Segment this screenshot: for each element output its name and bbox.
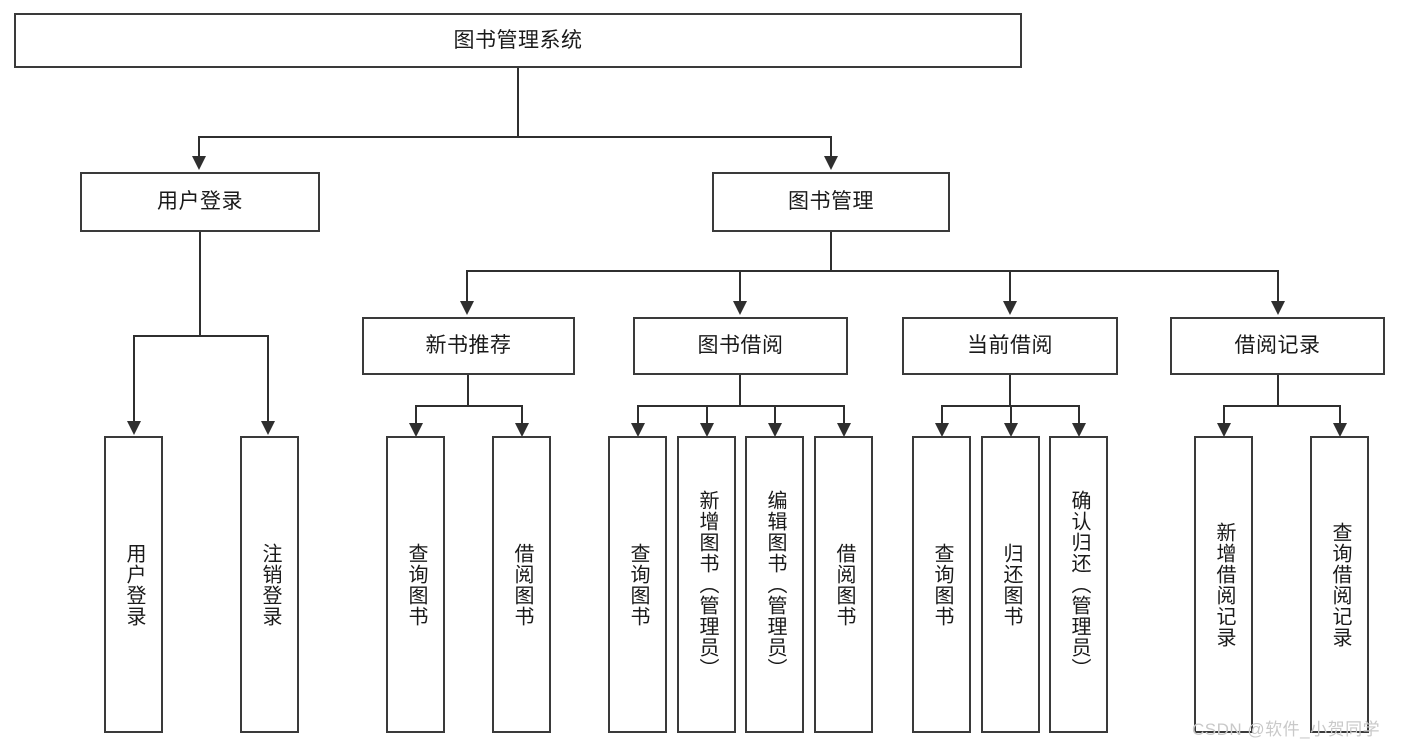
- node-user-login[interactable]: 用户登录: [80, 172, 320, 232]
- edge-new-book-to-leaf-1: [415, 405, 417, 425]
- edge-book-management-bar: [466, 270, 1279, 272]
- leaf-label: 查询图书: [931, 542, 953, 627]
- leaf-label: 注销登录: [259, 542, 281, 627]
- node-label: 新书推荐: [425, 334, 512, 358]
- leaf-borrow-record-query-record[interactable]: 查询借阅记录: [1310, 436, 1369, 733]
- leaf-label: 用户登录: [123, 542, 145, 627]
- edge-br-to-leaf-1: [1223, 405, 1225, 425]
- node-label: 图书管理系统: [453, 28, 583, 52]
- arrowhead-bb-leaf-4: [837, 423, 851, 437]
- node-label: 借阅记录: [1234, 334, 1321, 358]
- leaf-user-login-logout[interactable]: 注销登录: [240, 436, 299, 733]
- leaf-label: 查询借阅记录: [1329, 521, 1351, 648]
- arrowhead-cb-leaf-1: [935, 423, 949, 437]
- node-label: 图书管理: [788, 190, 874, 214]
- arrowhead-leaf-user-login: [127, 421, 141, 435]
- leaf-label: 确认归还（管理员）: [1068, 490, 1090, 679]
- leaf-current-borrow-return-book[interactable]: 归还图书: [981, 436, 1040, 733]
- arrowhead-leaf-logout: [261, 421, 275, 435]
- arrowhead-current-borrow: [1003, 301, 1017, 315]
- edge-cb-to-leaf-2: [1010, 405, 1012, 425]
- leaf-label: 归还图书: [1000, 542, 1022, 627]
- edge-bm-to-borrow-record: [1277, 270, 1279, 303]
- edge-bm-to-current-borrow: [1009, 270, 1011, 303]
- node-new-book-recommend[interactable]: 新书推荐: [362, 317, 575, 375]
- edge-bm-to-book-borrow: [739, 270, 741, 303]
- edge-book-management-stem: [830, 232, 832, 271]
- leaf-new-book-borrow-book[interactable]: 借阅图书: [492, 436, 551, 733]
- arrowhead-nb-leaf-1: [409, 423, 423, 437]
- edge-root-to-user-login: [198, 136, 200, 158]
- node-label: 用户登录: [157, 190, 243, 214]
- edge-bm-to-new-book: [466, 270, 468, 303]
- node-current-borrow[interactable]: 当前借阅: [902, 317, 1118, 375]
- node-borrow-record[interactable]: 借阅记录: [1170, 317, 1385, 375]
- watermark-csdn: CSDN @软件_小贺同学: [1192, 720, 1381, 739]
- arrowhead-new-book-recommend: [460, 301, 474, 315]
- leaf-label: 新增图书（管理员）: [696, 490, 718, 679]
- leaf-current-borrow-confirm-return-admin[interactable]: 确认归还（管理员）: [1049, 436, 1108, 733]
- arrowhead-br-leaf-2: [1333, 423, 1347, 437]
- leaf-label: 新增借阅记录: [1213, 521, 1235, 648]
- arrowhead-bb-leaf-1: [631, 423, 645, 437]
- arrowhead-bb-leaf-3: [768, 423, 782, 437]
- edge-book-borrow-stem: [739, 375, 741, 406]
- node-book-management[interactable]: 图书管理: [712, 172, 950, 232]
- leaf-borrow-record-add-record[interactable]: 新增借阅记录: [1194, 436, 1253, 733]
- edge-book-borrow-bar: [637, 405, 845, 407]
- leaf-new-book-query-book[interactable]: 查询图书: [386, 436, 445, 733]
- edge-root-to-book-management: [830, 136, 832, 158]
- edge-cb-to-leaf-3: [1078, 405, 1080, 425]
- edge-user-login-to-leaf-1: [133, 335, 135, 423]
- edge-cb-to-leaf-1: [941, 405, 943, 425]
- edge-bb-to-leaf-1: [637, 405, 639, 425]
- leaf-book-borrow-query-book[interactable]: 查询图书: [608, 436, 667, 733]
- edge-br-to-leaf-2: [1339, 405, 1341, 425]
- arrowhead-cb-leaf-3: [1072, 423, 1086, 437]
- edge-bb-to-leaf-4: [843, 405, 845, 425]
- edge-bb-to-leaf-3: [774, 405, 776, 425]
- leaf-label: 借阅图书: [511, 542, 533, 627]
- node-root-book-management-system[interactable]: 图书管理系统: [14, 13, 1022, 68]
- leaf-book-borrow-add-book-admin[interactable]: 新增图书（管理员）: [677, 436, 736, 733]
- leaf-label: 查询图书: [405, 542, 427, 627]
- edge-current-borrow-stem: [1009, 375, 1011, 406]
- leaf-current-borrow-query-book[interactable]: 查询图书: [912, 436, 971, 733]
- edge-bb-to-leaf-2: [706, 405, 708, 425]
- leaf-label: 借阅图书: [833, 542, 855, 627]
- edge-root-stem: [517, 68, 519, 137]
- edge-user-login-stem: [199, 232, 201, 336]
- edge-new-book-stem: [467, 375, 469, 406]
- edge-new-book-bar: [415, 405, 522, 407]
- arrowhead-bb-leaf-2: [700, 423, 714, 437]
- leaf-label: 编辑图书（管理员）: [764, 490, 786, 679]
- arrowhead-borrow-record: [1271, 301, 1285, 315]
- node-label: 当前借阅: [967, 334, 1053, 358]
- leaf-label: 查询图书: [627, 542, 649, 627]
- arrowhead-book-borrow: [733, 301, 747, 315]
- arrowhead-cb-leaf-2: [1004, 423, 1018, 437]
- node-book-borrow[interactable]: 图书借阅: [633, 317, 848, 375]
- edge-user-login-bar: [133, 335, 269, 337]
- arrowhead-br-leaf-1: [1217, 423, 1231, 437]
- leaf-book-borrow-edit-book-admin[interactable]: 编辑图书（管理员）: [745, 436, 804, 733]
- edge-borrow-record-stem: [1277, 375, 1279, 406]
- arrowhead-book-management: [824, 156, 838, 170]
- edge-root-bar: [198, 136, 832, 138]
- leaf-book-borrow-borrow-book[interactable]: 借阅图书: [814, 436, 873, 733]
- arrowhead-user-login: [192, 156, 206, 170]
- edge-new-book-to-leaf-2: [521, 405, 523, 425]
- edge-user-login-to-leaf-2: [267, 335, 269, 423]
- node-label: 图书借阅: [697, 334, 784, 358]
- arrowhead-nb-leaf-2: [515, 423, 529, 437]
- edge-borrow-record-bar: [1223, 405, 1341, 407]
- leaf-user-login-login[interactable]: 用户登录: [104, 436, 163, 733]
